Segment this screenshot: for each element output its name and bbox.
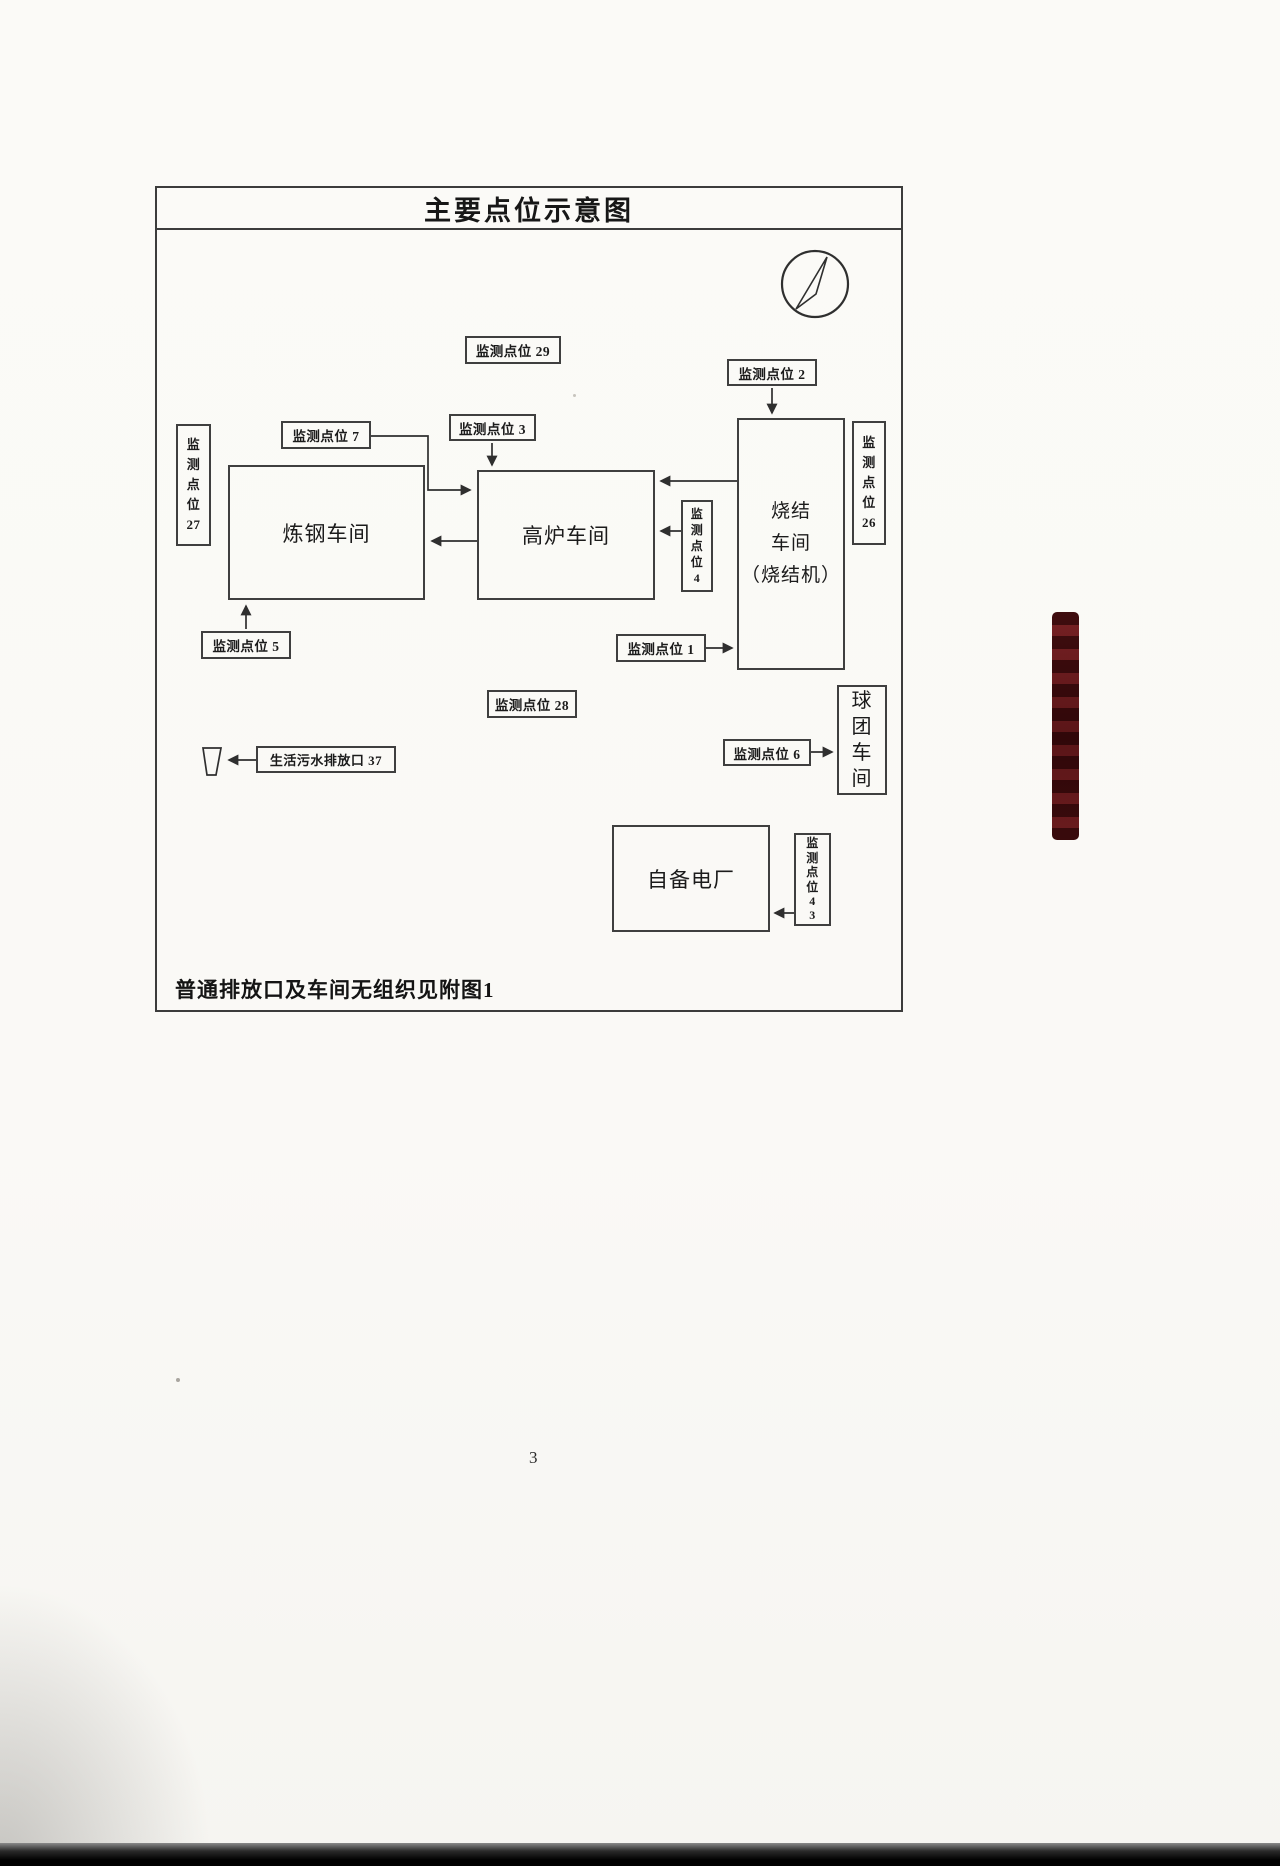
monitoring-point-43-label: 监 测 点 位 4 3 bbox=[794, 833, 831, 926]
page-number: 3 bbox=[529, 1448, 538, 1467]
steelmaking-workshop-box: 炼钢车间 bbox=[228, 465, 425, 600]
sintering-workshop-box: 烧结 车间 （烧结机） bbox=[737, 418, 845, 670]
monitoring-point-26-label: 监 测 点 位 26 bbox=[852, 421, 886, 545]
monitoring-point-1-label: 监测点位 1 bbox=[616, 634, 706, 662]
monitoring-point-4-label: 监 测 点 位 4 bbox=[681, 500, 713, 592]
scan-speck bbox=[573, 394, 576, 397]
monitoring-point-7-label: 监测点位 7 bbox=[281, 421, 371, 449]
diagram-footer-note: 普通排放口及车间无组织见附图1 bbox=[175, 978, 495, 1002]
blast-furnace-workshop-box: 高炉车间 bbox=[477, 470, 655, 600]
scan-bottom-bar bbox=[0, 1843, 1280, 1866]
monitoring-point-29-label: 监测点位 29 bbox=[465, 336, 561, 364]
pelletizing-workshop-box: 球 团 车 间 bbox=[837, 685, 887, 795]
diagram-title: 主要点位示意图 bbox=[157, 188, 901, 230]
monitoring-point-5-label: 监测点位 5 bbox=[201, 631, 291, 659]
diagram-frame: 主要点位示意图 bbox=[155, 186, 903, 1012]
scan-speck bbox=[176, 1378, 180, 1382]
scan-corner-shade bbox=[0, 1560, 230, 1866]
monitoring-point-3-label: 监测点位 3 bbox=[449, 414, 536, 441]
monitoring-point-2-label: 监测点位 2 bbox=[727, 359, 817, 386]
monitoring-point-28-label: 监测点位 28 bbox=[487, 690, 577, 718]
power-plant-box: 自备电厂 bbox=[612, 825, 770, 932]
page-bleed-artifact bbox=[1052, 612, 1079, 840]
sewage-outfall-37-label: 生活污水排放口 37 bbox=[256, 746, 396, 773]
monitoring-point-27-label: 监 测 点 位 27 bbox=[176, 424, 211, 546]
monitoring-point-6-label: 监测点位 6 bbox=[723, 739, 811, 766]
